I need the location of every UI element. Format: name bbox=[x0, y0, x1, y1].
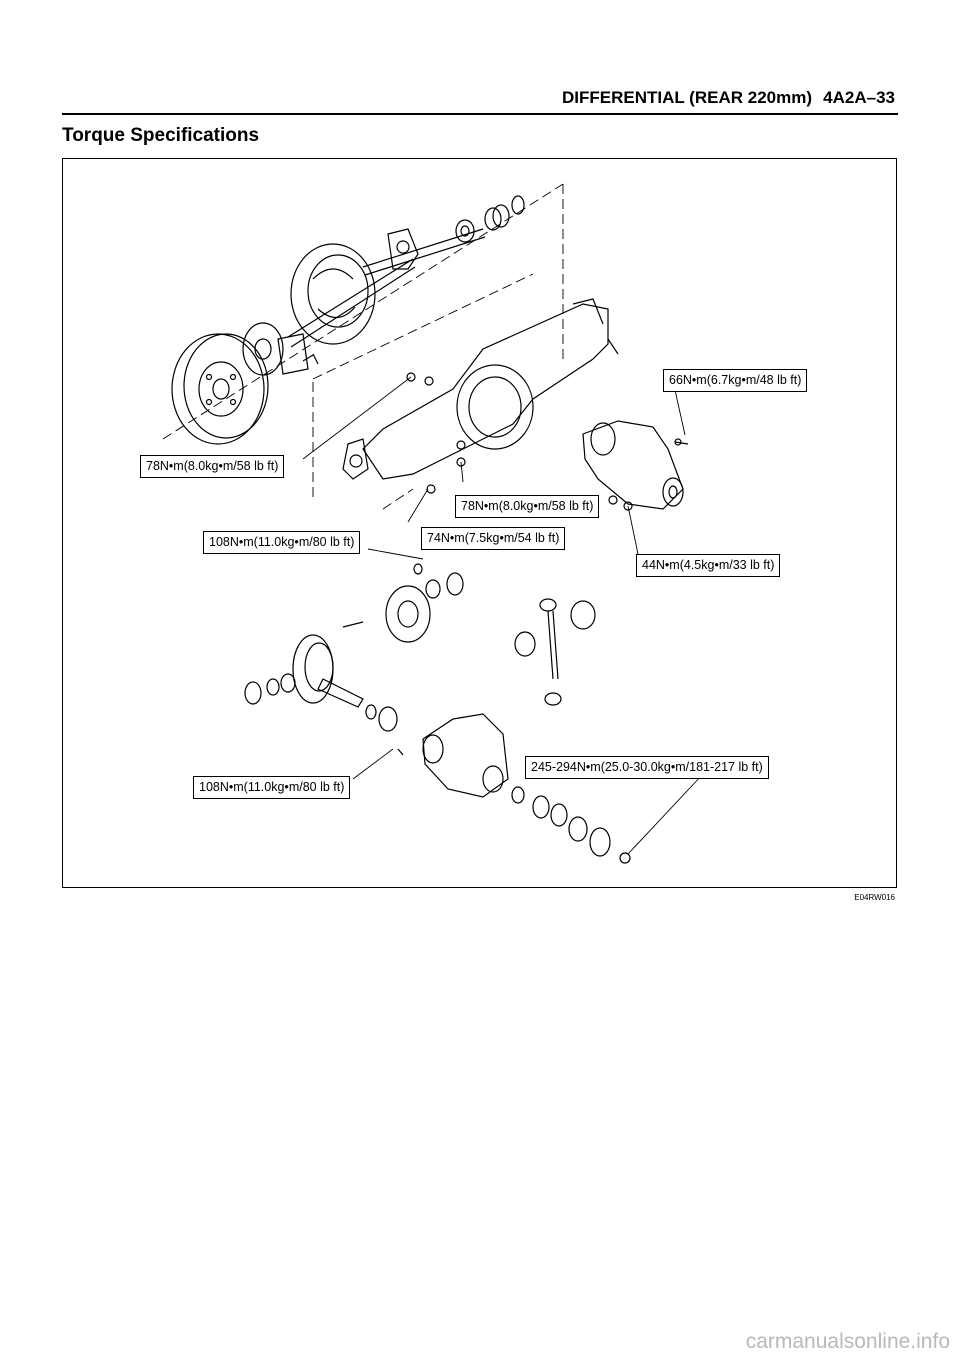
axle-housing-drawing bbox=[342, 298, 619, 480]
upper-axle-bearing-drawing bbox=[362, 195, 525, 276]
torque-callout-78nm-right: 78N•m(8.0kg•m/58 lb ft) bbox=[455, 495, 600, 518]
header-rule bbox=[62, 113, 898, 115]
torque-callout-44nm: 44N•m(4.5kg•m/33 lb ft) bbox=[636, 554, 781, 577]
watermark: carmanualsonline.info bbox=[745, 1330, 950, 1353]
running-header-title: DIFFERENTIAL (REAR 220mm) bbox=[562, 88, 812, 107]
torque-callout-66nm: 66N•m(6.7kg•m/48 lb ft) bbox=[663, 369, 808, 392]
page-title: Torque Specifications bbox=[62, 125, 260, 146]
wheel-hub-drawing bbox=[242, 322, 309, 376]
watermark-strip: carmanualsonline.info bbox=[0, 1326, 960, 1358]
pinion-spider-gears-drawing bbox=[514, 598, 596, 706]
fastener-details-drawing bbox=[302, 354, 633, 511]
torque-callout-78nm-left: 78N•m(8.0kg•m/58 lb ft) bbox=[140, 455, 285, 478]
exploded-diagram-drawing bbox=[162, 183, 704, 864]
torque-callout-108nm-lower: 108N•m(11.0kg•m/80 lb ft) bbox=[193, 776, 351, 799]
brake-disc-drawing bbox=[171, 333, 269, 445]
page-number: 4A2A–33 bbox=[823, 88, 895, 107]
differential-carrier-drawing bbox=[582, 420, 689, 510]
axle-shaft-drawing bbox=[287, 258, 416, 365]
backing-plate-drawing bbox=[290, 243, 376, 345]
torque-callout-245-294nm: 245-294N•m(25.0-30.0kg•m/181-217 lb ft) bbox=[525, 756, 769, 779]
torque-callout-108nm-upper: 108N•m(11.0kg•m/80 lb ft) bbox=[203, 531, 361, 554]
figure-code: E04RW016 bbox=[854, 893, 895, 902]
assembly-guide-lines bbox=[162, 183, 564, 510]
carrier-housing-lower-drawing bbox=[422, 713, 631, 864]
ring-gear-assembly-drawing bbox=[244, 563, 464, 756]
exploded-diagram-figure: 66N•m(6.7kg•m/48 lb ft) 78N•m(8.0kg•m/58… bbox=[62, 158, 897, 888]
torque-callout-74nm: 74N•m(7.5kg•m/54 lb ft) bbox=[421, 527, 566, 550]
